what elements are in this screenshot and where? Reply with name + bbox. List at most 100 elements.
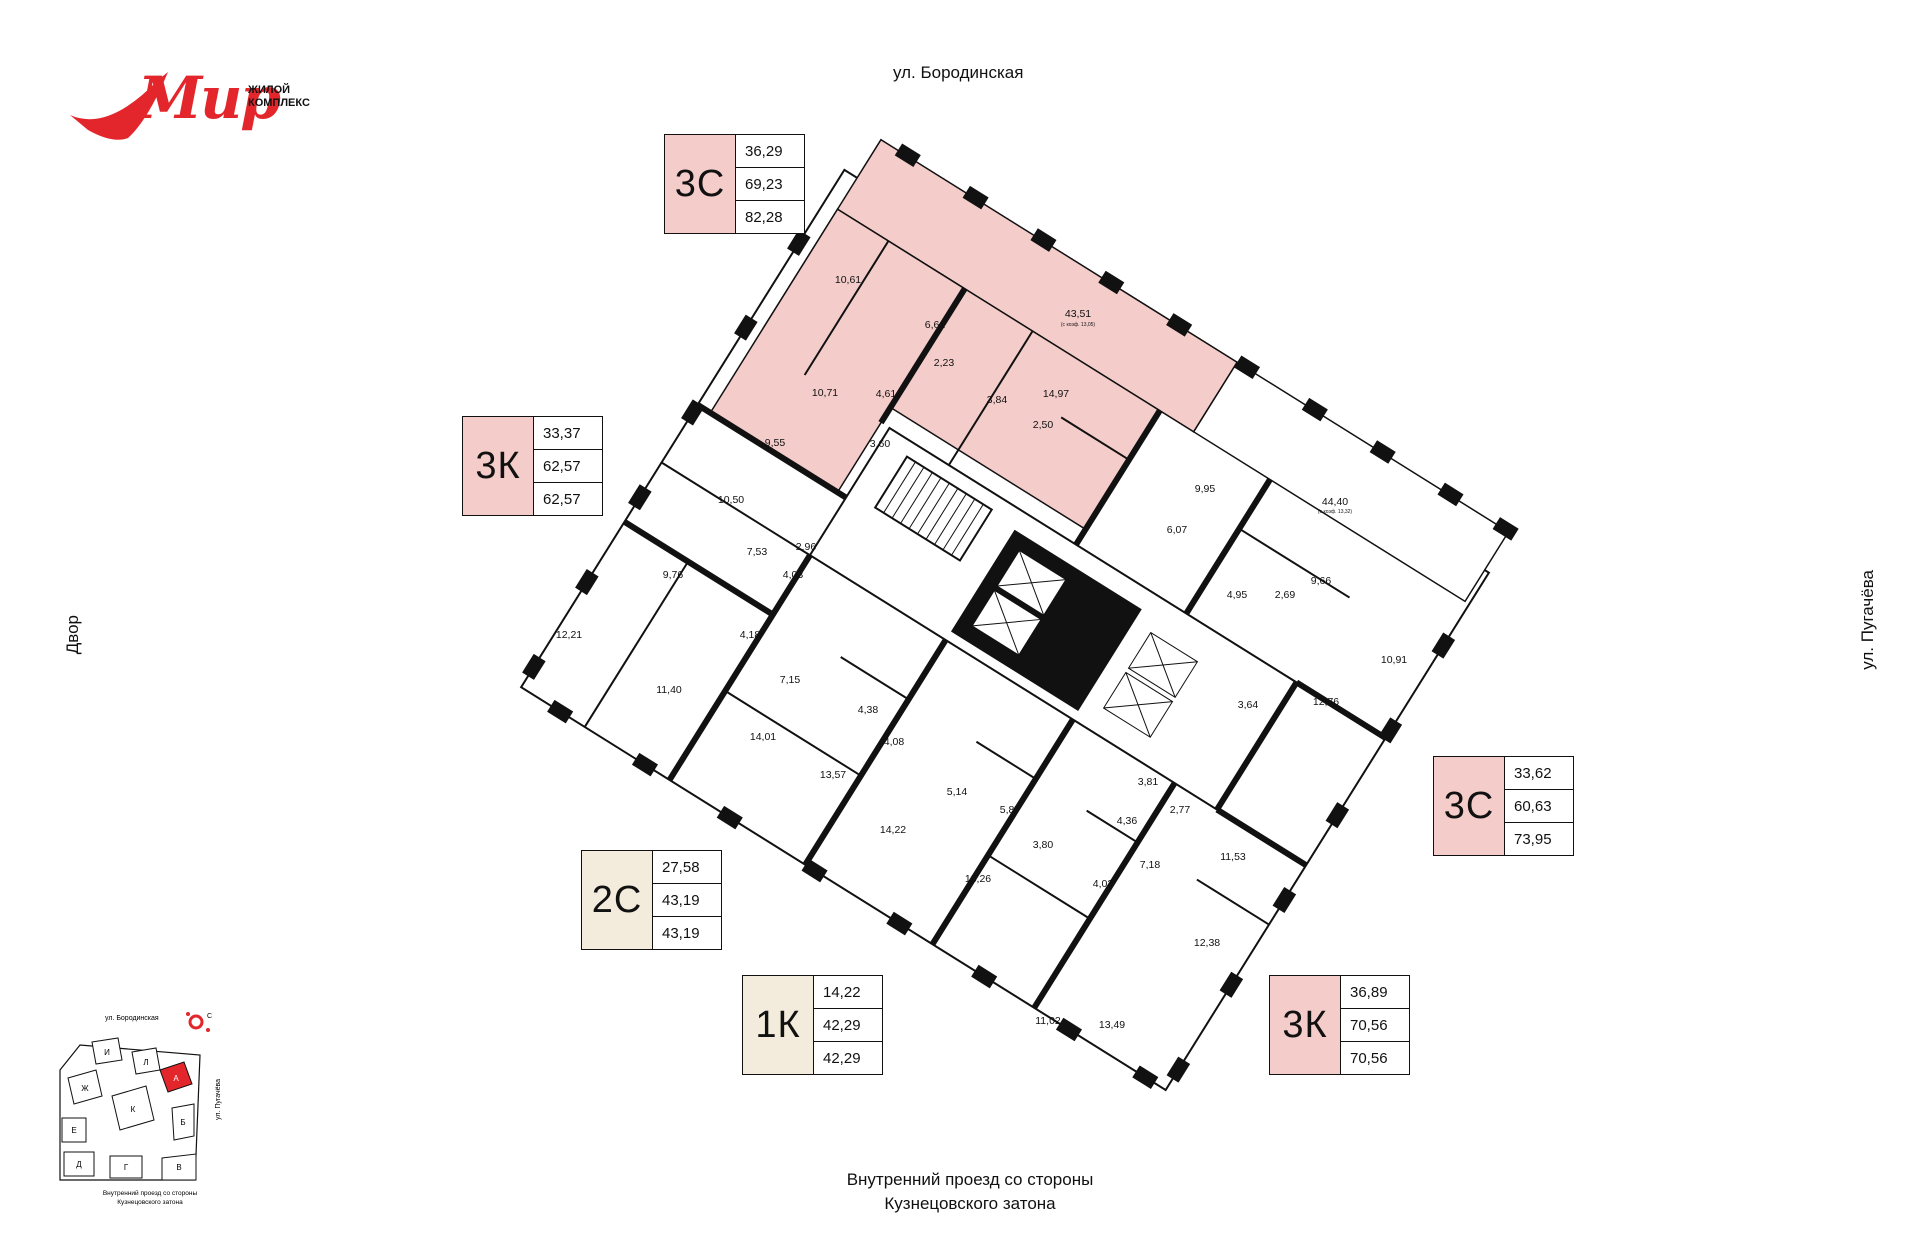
room-label: 4,02 (1093, 878, 1114, 890)
room-label: 10,91 (1381, 654, 1407, 666)
room-label: 7,18 (1140, 859, 1161, 871)
room-note: (с коэф. 13,32) (1318, 509, 1353, 515)
svg-text:К: К (131, 1105, 136, 1114)
room-label: 12,21 (556, 629, 582, 641)
room-label: 7,53 (747, 546, 768, 558)
unit-code: 3К (463, 417, 534, 515)
logo-swoosh (70, 72, 168, 140)
section-а (159, 1061, 193, 1093)
walls (622, 287, 1388, 1010)
logo-subtitle: ЖИЛОЙ КОМПЛЕКС (248, 84, 310, 109)
room-label: 2,69 (1275, 589, 1296, 601)
room-label: 4,36 (1117, 815, 1138, 827)
room-label: 9,95 (1195, 483, 1216, 495)
room-label: 4,61 (876, 388, 897, 400)
room-labels: 43,51 (с коэф. 13,05) 44,40 (с коэф. 13,… (556, 274, 1407, 1031)
room-label: 14,01 (750, 731, 776, 743)
room-label: 5,87 (1000, 804, 1021, 816)
svg-text:Б: Б (180, 1118, 185, 1127)
room-label: 3,84 (987, 394, 1008, 406)
room-label: 7,15 (780, 674, 801, 686)
site-minimap: ул. Бородинская ул. Пугачёва Внутренний … (50, 1000, 250, 1210)
svg-text:Ж: Ж (81, 1084, 89, 1093)
room-note: (с коэф. 13,05) (1061, 322, 1096, 328)
room-label: 2,96 (796, 541, 817, 553)
section-в (161, 1153, 197, 1181)
minimap-street-top: ул. Бородинская (105, 1015, 159, 1022)
room-label: 2,77 (1170, 804, 1191, 816)
compass-icon (188, 1014, 204, 1030)
room-label: 4,03 (783, 569, 804, 581)
room-label: 2,23 (934, 357, 955, 369)
room-label: 9,55 (765, 437, 786, 449)
room-label: 2,50 (1033, 419, 1054, 431)
room-label: 10,71 (812, 387, 838, 399)
logo: Мир ЖИЛОЙ КОМПЛЕКС (68, 60, 328, 150)
minimap-street-right: ул. Пугачёва (215, 1079, 222, 1120)
room-label: 12,38 (1194, 937, 1220, 949)
room-label: 10,50 (718, 494, 744, 506)
room-label: 4,38 (858, 704, 879, 716)
room-label: 43,51 (1065, 308, 1091, 320)
room-label: 4,95 (1227, 589, 1248, 601)
room-label: 3,81 (1138, 776, 1159, 788)
unit-code: 1К (743, 976, 814, 1074)
section-д (63, 1151, 95, 1177)
svg-text:Д: Д (76, 1160, 82, 1169)
room-label: 6,61 (925, 319, 946, 331)
unit-code: 3С (665, 135, 736, 233)
unit-code: 3К (1270, 976, 1341, 1074)
street-bottom: Внутренний проезд со стороны Кузнецовско… (846, 1170, 1094, 1213)
minimap-street-bottom: Кузнецовского затона (117, 1199, 183, 1206)
room-label: 5,14 (947, 786, 968, 798)
section-и (91, 1037, 123, 1065)
section-ж (67, 1069, 103, 1105)
room-label: 6,07 (1167, 524, 1188, 536)
room-label: 12,76 (1313, 696, 1339, 708)
room-label: 13,57 (820, 769, 846, 781)
core (950, 529, 1142, 712)
room-label: 14,22 (880, 824, 906, 836)
unit-code: 3С (1434, 757, 1505, 855)
room-label: 14,97 (1043, 388, 1069, 400)
svg-text:Е: Е (71, 1126, 76, 1135)
svg-text:Г: Г (124, 1163, 129, 1172)
room-label: 44,40 (1322, 496, 1348, 508)
room-label: 3,64 (1238, 699, 1259, 711)
room-label: 11,53 (1220, 851, 1246, 863)
svg-text:И: И (104, 1048, 110, 1057)
svg-text:Л: Л (143, 1058, 148, 1067)
room-label: 11,02 (1035, 1015, 1061, 1027)
minimap-street-bottom: Внутренний проезд со стороны (103, 1189, 198, 1197)
room-label: 3,80 (1033, 839, 1054, 851)
room-label: 10,61 (835, 274, 861, 286)
svg-text:В: В (176, 1163, 181, 1172)
svg-text:А: А (173, 1074, 179, 1083)
section-г (109, 1155, 143, 1179)
room-label: 11,40 (656, 684, 682, 696)
section-е (61, 1117, 87, 1143)
section-к (111, 1085, 155, 1131)
compass-label: С (207, 1013, 212, 1020)
room-label: 3,60 (870, 438, 891, 450)
room-label: 13,26 (965, 873, 991, 885)
section-б (171, 1103, 195, 1141)
building (519, 138, 1519, 1092)
minimap-svg: ул. Бородинская ул. Пугачёва Внутренний … (59, 1012, 222, 1206)
room-label: 4,08 (884, 736, 905, 748)
unit-code: 2С (582, 851, 653, 949)
room-label: 4,18 (740, 629, 761, 641)
room-label: 13,49 (1099, 1019, 1125, 1031)
